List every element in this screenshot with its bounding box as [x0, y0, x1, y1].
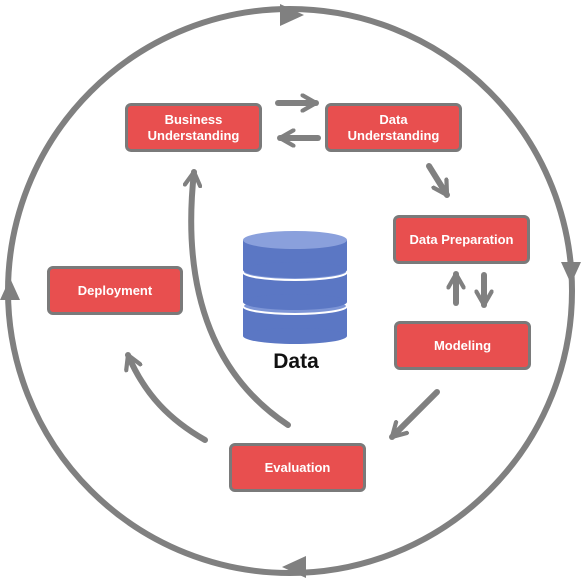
cycle-arrowhead-bottom [282, 556, 306, 578]
database-icon [242, 231, 348, 344]
phase-modeling: Modeling [394, 321, 531, 370]
arrow-evaluation-to-deployment [128, 352, 208, 443]
phase-label: Modeling [433, 337, 492, 353]
phase-business-understanding: Business Understanding [125, 103, 262, 152]
arrow-modeling-to-evaluation [389, 389, 440, 440]
data-label: Data [273, 350, 319, 373]
phase-label: Deployment [77, 282, 153, 298]
cycle-arrowhead-top [280, 4, 304, 26]
phase-data-understanding: Data Understanding [325, 103, 462, 152]
cycle-arrowhead-left [0, 278, 20, 300]
phase-label: Data Understanding [347, 111, 440, 143]
arrow-evaluation-to-business [191, 169, 291, 428]
phase-deployment: Deployment [47, 266, 183, 315]
phase-data-preparation: Data Preparation [393, 215, 530, 264]
phase-label: Business Understanding [147, 111, 240, 143]
phase-label: Data Preparation [409, 231, 514, 247]
phase-label: Evaluation [264, 459, 331, 475]
phase-evaluation: Evaluation [229, 443, 366, 492]
arrow-data-understanding-to-preparation [426, 163, 450, 198]
cycle-arrowhead-right [561, 262, 581, 284]
